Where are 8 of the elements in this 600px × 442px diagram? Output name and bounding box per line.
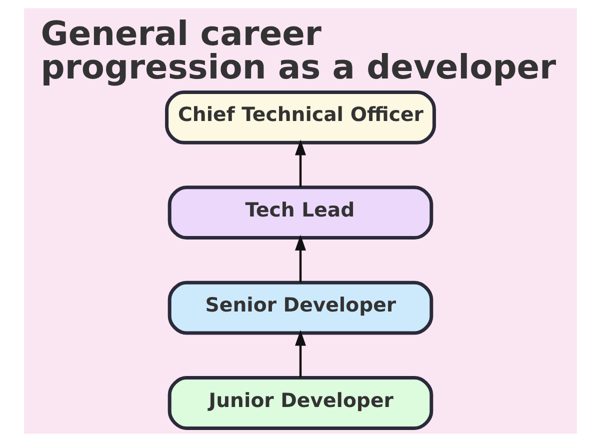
node-box: Chief Technical Officer	[164, 90, 436, 144]
diagram-title: General career progression as a developer	[40, 14, 556, 86]
node-box: Senior Developer	[167, 280, 433, 335]
arrow	[294, 330, 306, 378]
node-box: Tech Lead	[167, 186, 433, 240]
node-box: Junior Developer	[167, 376, 433, 430]
arrow	[294, 234, 306, 282]
arrow	[294, 140, 306, 188]
